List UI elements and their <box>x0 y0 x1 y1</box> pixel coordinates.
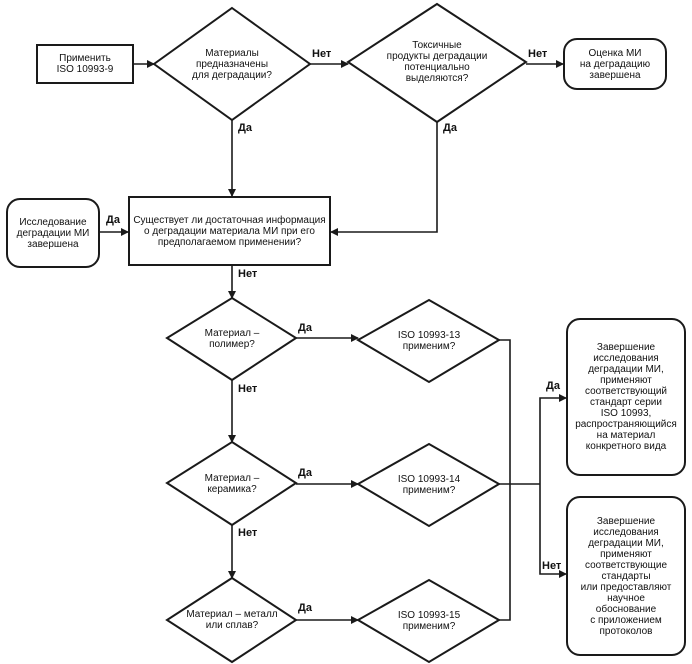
arrow-no-to-end <box>539 484 567 578</box>
label-yes-study: Да <box>106 214 120 226</box>
decision-metal <box>165 576 298 664</box>
q-ceramic-text: Материал – керамика? <box>204 473 260 495</box>
q-materials-degradation-text: Материалы предназначены для деградации? <box>192 47 272 81</box>
decision-10993-14 <box>356 442 501 528</box>
apply-iso-10993-9-box: Применить ISO 10993-9 <box>36 44 134 84</box>
arrow-q2-yes <box>330 122 438 236</box>
decision-10993-15 <box>356 578 501 664</box>
label-yes-end: Да <box>546 380 560 392</box>
label-no-end: Нет <box>542 560 562 572</box>
label-yes-q2: Да <box>443 122 457 134</box>
label-no-q2: Нет <box>528 48 548 60</box>
connector-13 <box>499 339 511 484</box>
connector-15 <box>499 484 511 621</box>
q-toxic-products-text: Токсичные продукты деградации потенциаль… <box>386 40 488 84</box>
end-no-box: Завершение исследования деградации МИ, п… <box>566 496 686 656</box>
label-yes-ceramic: Да <box>298 467 312 479</box>
q-metal-text: Материал – металл или сплав? <box>186 609 278 631</box>
decision-10993-13 <box>356 298 501 384</box>
evaluation-complete-box: Оценка МИ на деградацию завершена <box>563 38 667 90</box>
arrow-yes-to-end <box>539 394 567 484</box>
q-10993-14-text: ISO 10993-14 применим? <box>397 474 461 496</box>
q-10993-15-text: ISO 10993-15 применим? <box>397 610 461 632</box>
q-10993-13-text: ISO 10993-13 применим? <box>397 330 461 352</box>
label-no-q1: Нет <box>312 48 332 60</box>
label-no-info: Нет <box>238 268 258 280</box>
end-yes-box: Завершение исследования деградации МИ, п… <box>566 318 686 476</box>
label-yes-metal: Да <box>298 602 312 614</box>
label-no-ceramic: Нет <box>238 527 258 539</box>
q-polymer-text: Материал – полимер? <box>204 328 260 350</box>
label-yes-polymer: Да <box>298 322 312 334</box>
study-complete-box: Исследование деградации МИ завершена <box>6 198 100 268</box>
label-yes-q1: Да <box>238 122 252 134</box>
sufficient-info-box: Существует ли достаточная информация о д… <box>128 196 331 266</box>
label-no-polymer: Нет <box>238 383 258 395</box>
